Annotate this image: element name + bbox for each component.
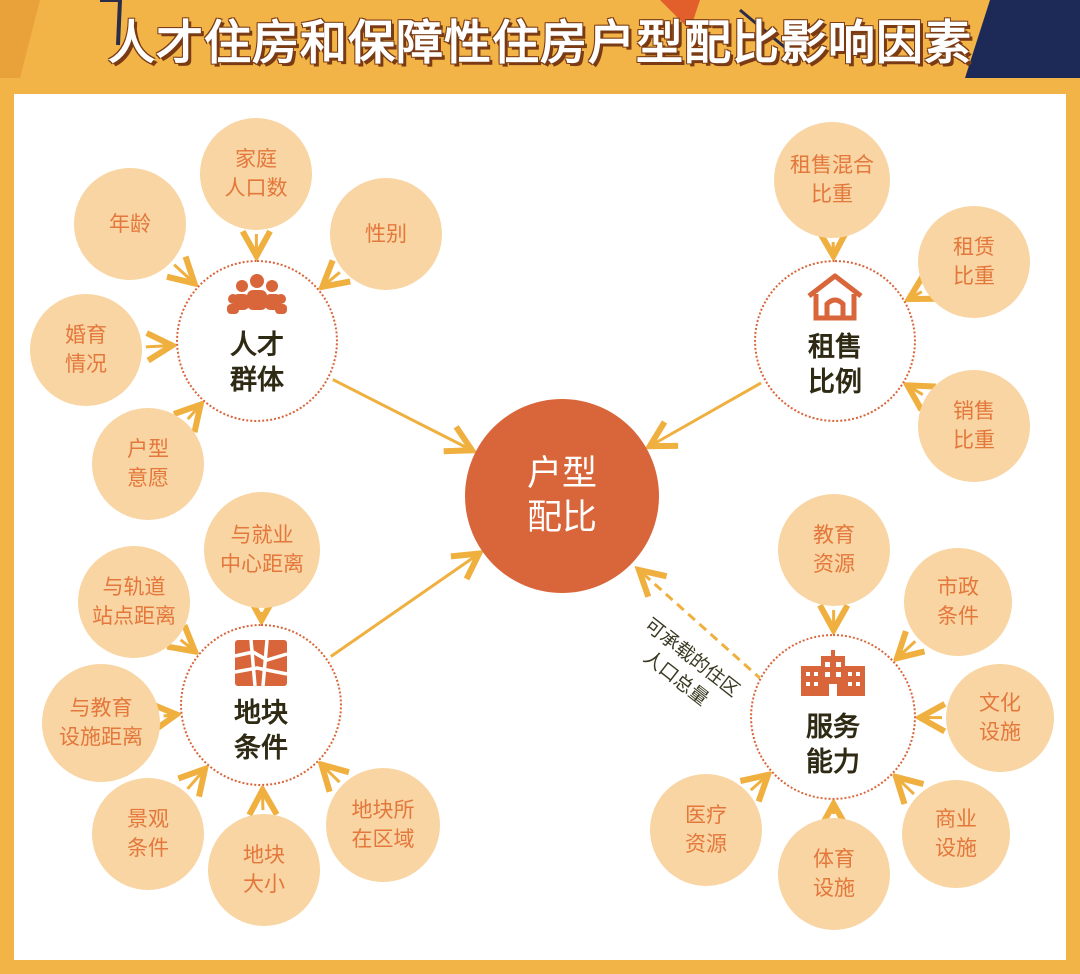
title-banner: 人才住房和保障性住房户型配比影响因素 — [0, 0, 1080, 78]
factor-arrow — [164, 715, 177, 716]
connector-layer — [14, 94, 1066, 960]
factor-rail-station-distance: 与轨道 站点距离 — [78, 546, 190, 658]
banner-decoration — [0, 0, 1080, 78]
hub-arrow — [329, 554, 479, 658]
hub-talent-group: 人才 群体 — [176, 260, 338, 422]
factor-household-size: 家庭 人口数 — [200, 118, 312, 230]
hub-service-capacity: 服务 能力 — [750, 634, 916, 800]
factor-arrow — [322, 765, 340, 783]
factor-arrow — [908, 385, 923, 394]
hub-to-center-arrows — [329, 378, 762, 658]
factor-arrow — [188, 405, 201, 419]
center-node: 户型 配比 — [465, 399, 659, 593]
house-icon — [807, 273, 863, 321]
factor-marital-status: 婚育 情况 — [30, 294, 142, 406]
factor-landscape: 景观 条件 — [92, 778, 204, 890]
factor-education-resources: 教育 资源 — [778, 494, 890, 606]
factor-arrow — [909, 292, 922, 299]
factor-arrow — [146, 345, 172, 346]
factor-unit-preference: 户型 意愿 — [92, 408, 204, 520]
dashed-link-arrow — [639, 570, 763, 682]
factor-arrow — [897, 641, 915, 658]
hub-service-label: 服务 能力 — [806, 712, 860, 778]
hub-land-condition: 地块 条件 — [180, 624, 342, 786]
factor-job-center-distance: 与就业 中心距离 — [204, 492, 320, 608]
factor-plot-district: 地块所 在区域 — [326, 768, 440, 882]
factor-municipal-conditions: 市政 条件 — [904, 548, 1012, 656]
hub-rent-sale-label: 租售 比例 — [808, 332, 862, 398]
factor-commercial-facilities: 商业 设施 — [902, 780, 1010, 888]
map-icon — [234, 639, 288, 687]
page-title: 人才住房和保障性住房户型配比影响因素 — [108, 16, 972, 71]
hub-talent-label: 人才 群体 — [230, 330, 284, 396]
factor-sale-ratio: 销售 比重 — [918, 370, 1030, 482]
factor-cultural-facilities: 文化 设施 — [946, 664, 1054, 772]
hub-land-label: 地块 条件 — [234, 698, 288, 764]
diagram-panel: 可承载的住区 人口总量 户型 配比 人才 群体 租售 比例 — [14, 94, 1066, 960]
factor-arrows — [146, 234, 942, 814]
factor-arrow — [896, 777, 914, 794]
factor-arrow — [181, 640, 195, 652]
factor-arrow — [751, 775, 768, 790]
factor-medical-resources: 医疗 资源 — [650, 774, 762, 886]
factor-arrow — [322, 272, 339, 286]
people-group-icon — [227, 274, 287, 314]
hub-rent-sale: 租售 比例 — [754, 260, 916, 422]
factor-gender: 性别 — [330, 178, 442, 290]
factor-arrow — [174, 265, 194, 284]
factor-arrow — [188, 769, 205, 789]
factor-education-distance: 与教育 设施距离 — [42, 664, 160, 782]
factor-age: 年龄 — [74, 168, 186, 280]
factor-plot-size: 地块 大小 — [208, 814, 320, 926]
factor-rental-ratio: 租赁 比重 — [918, 206, 1030, 318]
buildings-icon — [801, 650, 865, 696]
hub-arrow — [650, 381, 762, 446]
factor-sports-facilities: 体育 设施 — [778, 818, 890, 930]
hub-arrow — [332, 378, 472, 451]
factor-mixed-ratio: 租售混合 比重 — [774, 122, 890, 238]
